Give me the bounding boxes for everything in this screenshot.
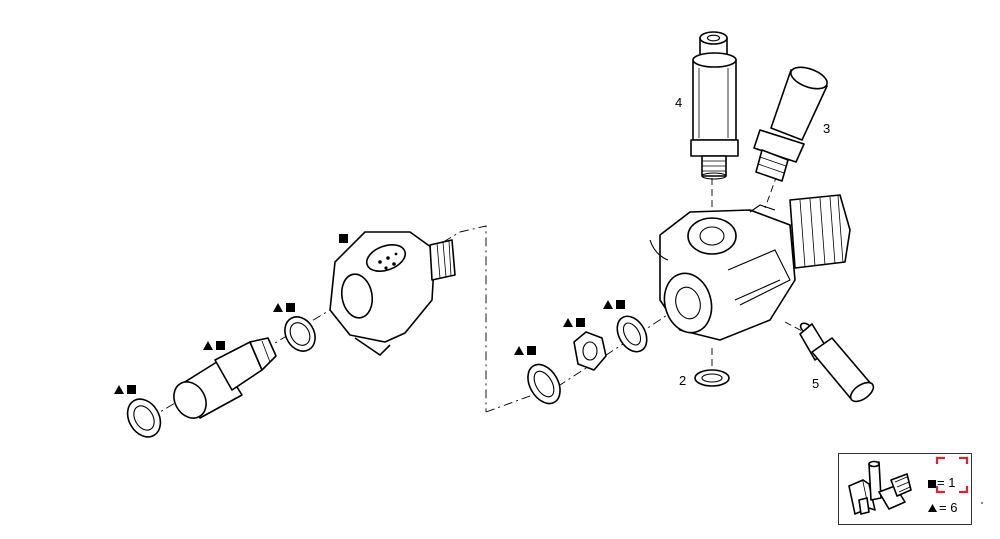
triangle-marker: [603, 300, 613, 309]
valve-body: [649, 194, 851, 341]
washer-right: [616, 315, 648, 353]
part-2-washer: [694, 369, 730, 387]
square-marker: [339, 234, 348, 243]
terminal-marking: [378, 252, 398, 270]
legend-square-value: = 1: [937, 475, 956, 490]
square-marker: [928, 480, 936, 488]
callout-4: 4: [675, 95, 682, 110]
square-marker: [286, 303, 295, 312]
hex-nut: [573, 331, 607, 371]
triangle-marker: [563, 318, 573, 327]
legend-graphic: [848, 456, 969, 515]
o-ring-left: [126, 398, 162, 438]
triangle-marker: [273, 303, 283, 312]
marker-pair-o-ring-left: [114, 385, 136, 394]
marker-pair-banjo-bolt: [203, 341, 225, 350]
triangle-marker: [514, 346, 524, 355]
o-ring-center: [284, 316, 316, 352]
marker-pair-o-ring-center: [273, 303, 295, 312]
square-marker: [127, 385, 136, 394]
parts-kit-icon: [848, 460, 912, 515]
square-marker: [576, 318, 585, 327]
triangle-marker: [114, 385, 124, 394]
triangle-marker: [203, 341, 213, 350]
part-3-cap: [753, 66, 828, 182]
marker-pair-hex-nut: [563, 318, 585, 327]
part-4-sensor: [690, 31, 739, 180]
marker-pair-washer-right: [603, 300, 625, 309]
connector-block: [329, 231, 456, 356]
banjo-bolt: [173, 337, 277, 419]
callout-2: 2: [679, 373, 686, 388]
square-marker: [527, 346, 536, 355]
callout-5: 5: [812, 376, 819, 391]
legend-triangle-value: = 6: [939, 500, 958, 515]
legend-box: = 1 = 6: [838, 453, 972, 525]
marker-connector-block: [339, 234, 348, 243]
part-5-sensor: [799, 322, 875, 403]
callout-3: 3: [823, 121, 830, 136]
marker-pair-washer-middle: [514, 346, 536, 355]
triangle-marker: [928, 504, 937, 512]
washer-middle: [527, 363, 561, 405]
selection-bracket: [935, 456, 969, 494]
square-marker: [616, 300, 625, 309]
square-marker: [216, 341, 225, 350]
